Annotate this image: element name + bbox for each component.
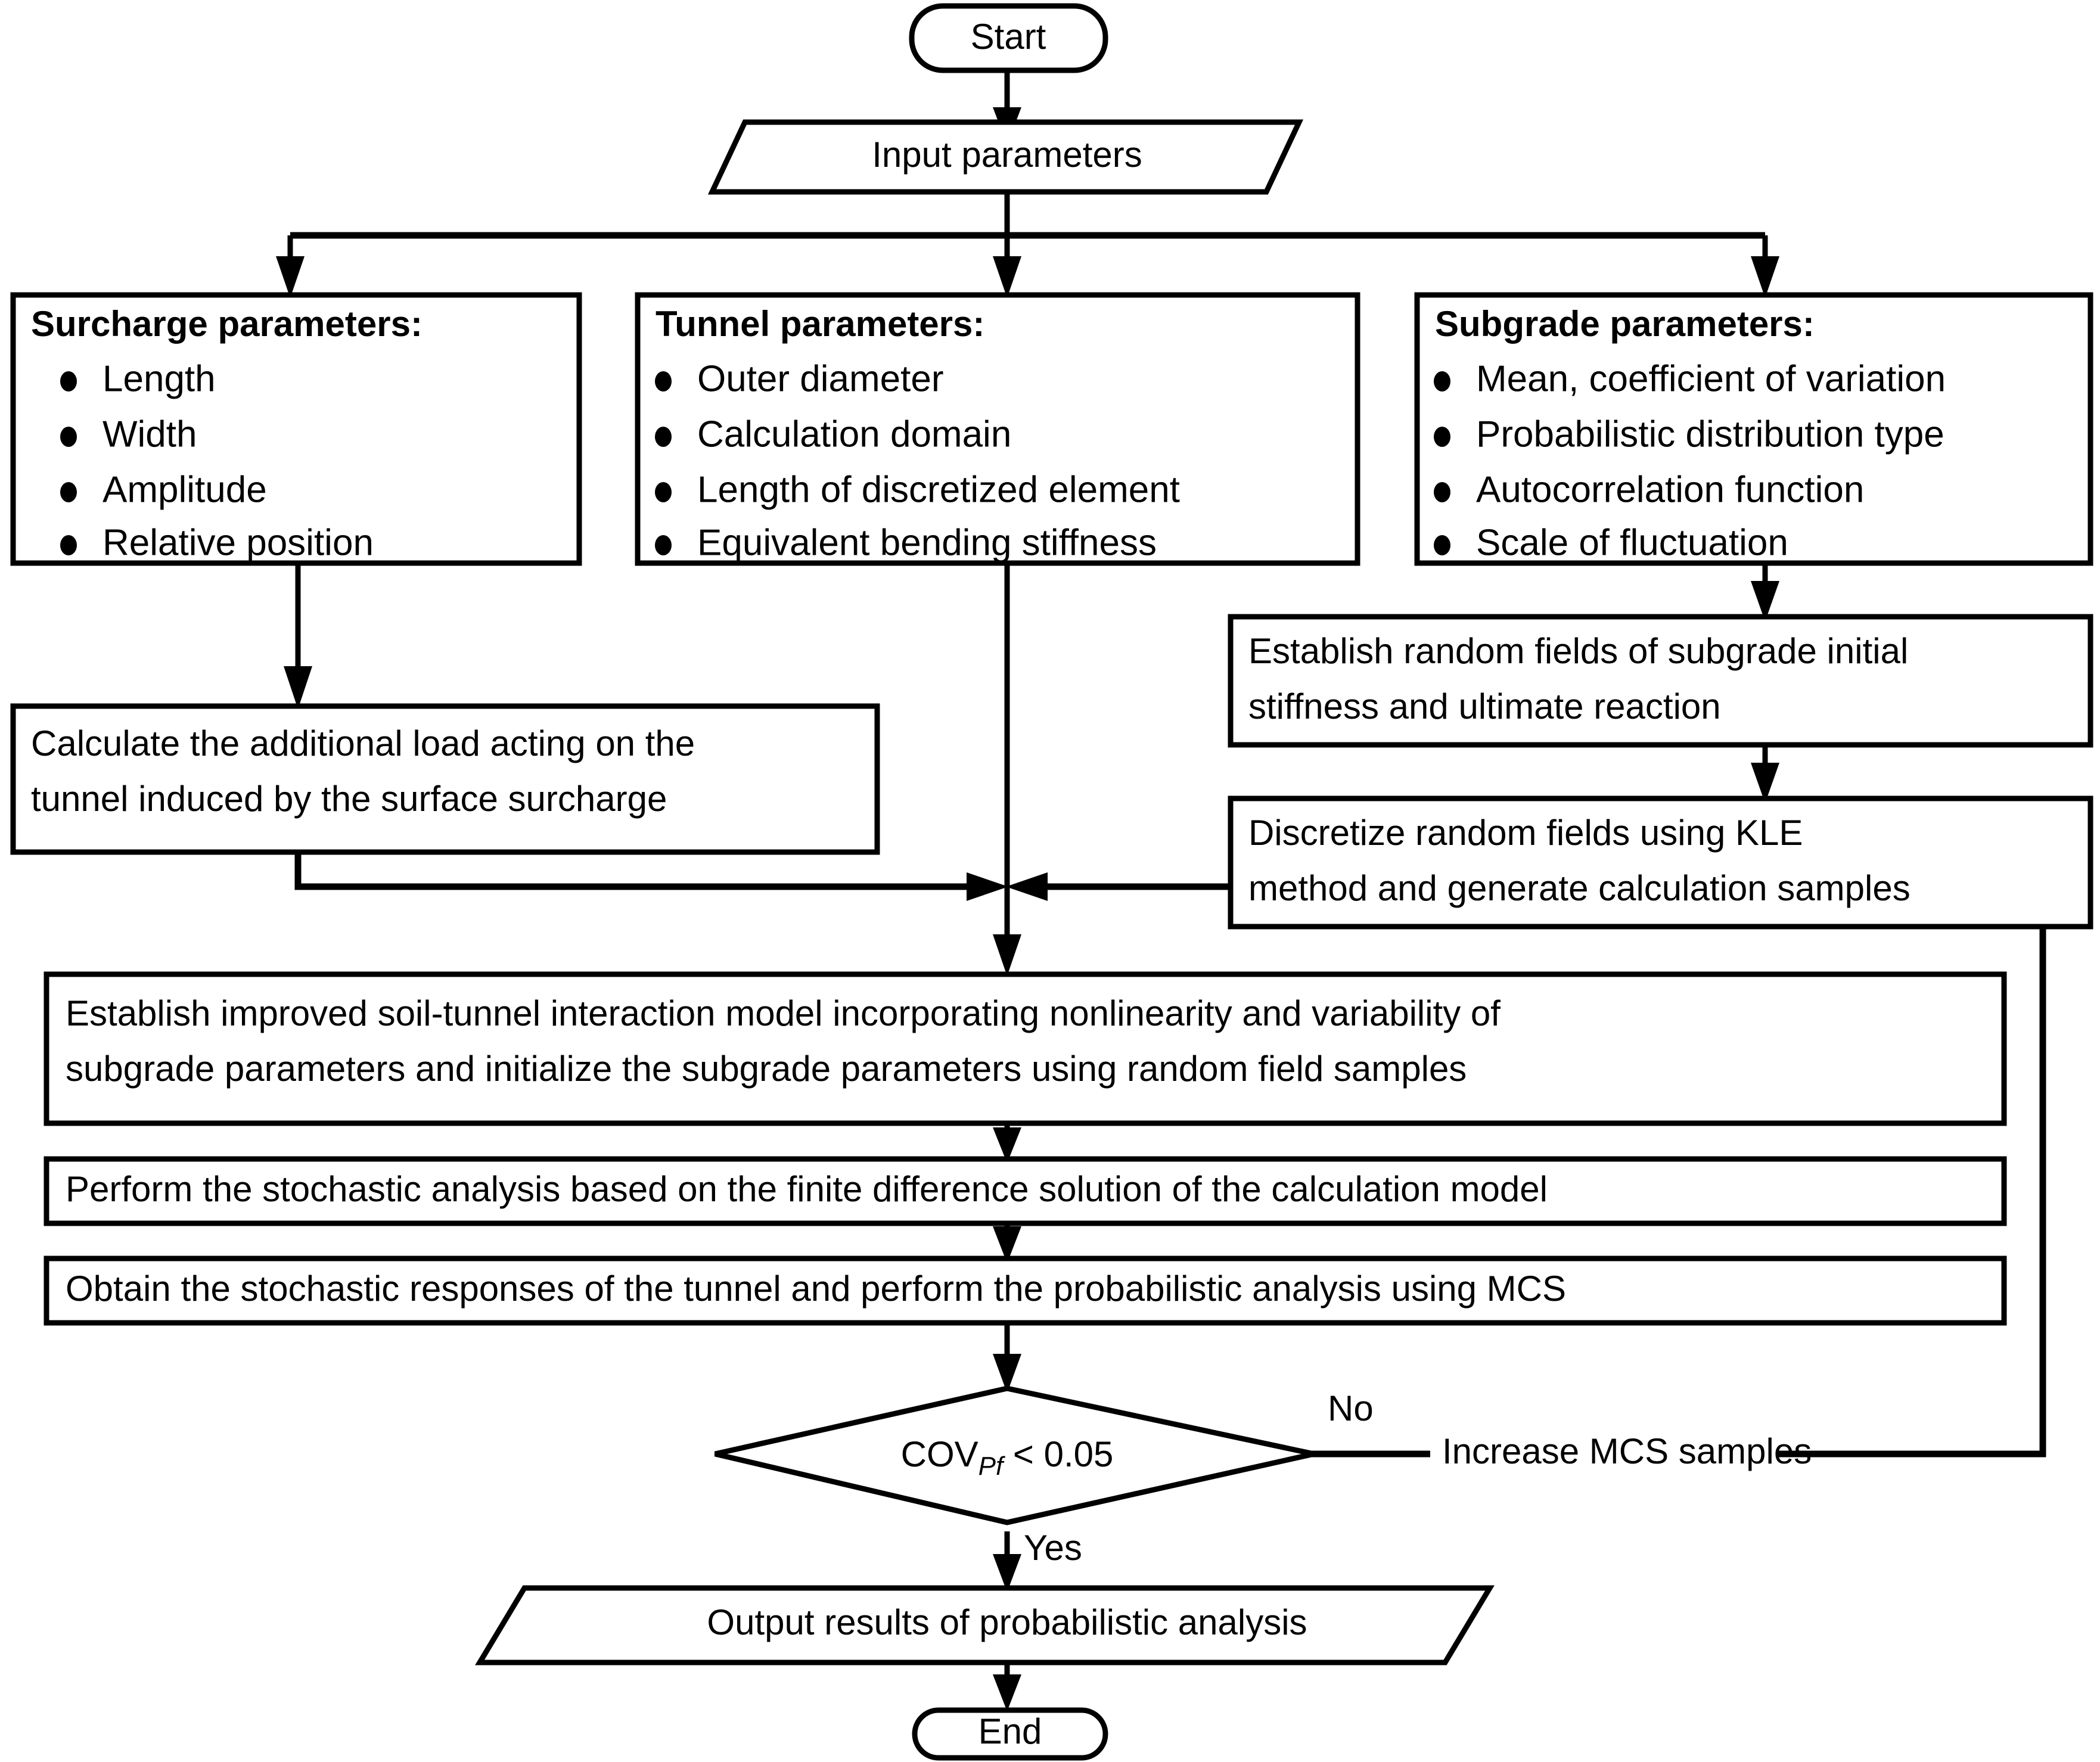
improved-model-box [44, 971, 2007, 1126]
subgrade-heading: Subgrade parameters: [1435, 304, 1815, 344]
arrow-responses-to-decision [993, 1354, 1021, 1393]
surcharge-box [10, 292, 582, 566]
arrow-surcharge-to-calcload [284, 666, 312, 709]
connector-no-feedback-loop [1779, 906, 2046, 1458]
decision-shape [714, 1385, 1315, 1525]
tunnel-bullet-1: Calculation domain [697, 414, 1011, 455]
establish-rf-line-1: stiffness and ultimate reaction [1248, 686, 1721, 726]
node-output-results[interactable]: Output results of probabilistic analysis [475, 1585, 1495, 1665]
start-shape [909, 3, 1108, 73]
establish-rf-line-0: Establish random fields of subgrade init… [1248, 631, 1908, 671]
calc-load-box [10, 703, 880, 855]
node-establish-random-fields[interactable]: Establish random fields of subgrade init… [1228, 614, 2093, 748]
node-start[interactable]: Start [909, 3, 1108, 73]
edge-label-no: No [1328, 1388, 1374, 1428]
input-label: Input parameters [872, 135, 1142, 175]
node-decision-cov[interactable]: COVPf < 0.05 [714, 1385, 1315, 1525]
bullet-dot-icon [655, 482, 672, 502]
surcharge-bullet-3: Relative position [102, 522, 374, 563]
connector-calcload-to-merge [294, 852, 983, 890]
bullet-dot-icon [655, 535, 672, 555]
node-increase-mcs-samples[interactable]: Increase MCS samples [1442, 1431, 1812, 1471]
arrow-subgrade-to-establishrf [1751, 581, 1779, 621]
node-stochastic-analysis[interactable]: Perform the stochastic analysis based on… [44, 1156, 2007, 1226]
subgrade-bullet-2: Autocorrelation function [1476, 469, 1864, 510]
increase-mcs-label: Increase MCS samples [1442, 1431, 1812, 1471]
start-label: Start [971, 17, 1046, 57]
tunnel-bullet-0: Outer diameter [697, 358, 944, 399]
node-input-parameters[interactable]: Input parameters [707, 119, 1304, 195]
node-calculate-additional-load[interactable]: Calculate the additional load acting on … [10, 703, 880, 855]
surcharge-bullet-1: Width [102, 414, 197, 455]
node-improved-model[interactable]: Establish improved soil-tunnel interacti… [44, 971, 2007, 1126]
decision-label-prefix: COV [901, 1434, 978, 1474]
discretize-kle-box [1228, 795, 2093, 930]
bullet-dot-icon [655, 427, 672, 447]
arrow-calcload-merge [967, 872, 1008, 901]
stochastic-responses-box [44, 1256, 2007, 1326]
subgrade-bullet-3: Scale of fluctuation [1476, 522, 1788, 563]
discretize-kle-line-0: Discretize random fields using KLE [1248, 813, 1803, 853]
node-discretize-kle[interactable]: Discretize random fields using KLE metho… [1228, 795, 2093, 930]
improved-model-line-1: subgrade parameters and initialize the s… [66, 1049, 1467, 1089]
arrow-output-to-end [993, 1674, 1021, 1711]
establish-rf-box [1228, 614, 2093, 748]
node-surcharge-parameters[interactable]: Surcharge parameters: Length Width Ampli… [10, 292, 582, 566]
bullet-dot-icon [1434, 535, 1450, 555]
node-tunnel-parameters[interactable]: Tunnel parameters: Outer diameter Calcul… [635, 292, 1360, 566]
input-shape [707, 119, 1304, 195]
stochastic-analysis-box [44, 1156, 2007, 1226]
edge-label-yes: Yes [1024, 1528, 1082, 1568]
surcharge-bullet-2: Amplitude [102, 469, 267, 510]
bullet-dot-icon [1434, 427, 1450, 447]
arrow-kle-merge [1006, 872, 1048, 901]
arrow-trunk-to-model [993, 934, 1021, 976]
output-label: Output results of probabilistic analysis [707, 1602, 1307, 1642]
tunnel-box [635, 292, 1360, 566]
arrow-decision-to-output [993, 1554, 1021, 1592]
arrow-analysis-to-responses [993, 1226, 1021, 1263]
decision-label: COVPf < 0.05 [901, 1434, 1114, 1481]
arrow-bus-to-subgrade [1751, 256, 1779, 298]
end-label: End [978, 1711, 1042, 1751]
subgrade-bullet-1: Probabilistic distribution type [1476, 414, 1944, 455]
arrow-model-to-analysis [993, 1127, 1021, 1163]
bullet-dot-icon [60, 482, 77, 502]
end-shape [912, 1707, 1108, 1761]
stochastic-analysis-line-0: Perform the stochastic analysis based on… [66, 1169, 1548, 1209]
tunnel-heading: Tunnel parameters: [656, 304, 984, 344]
output-shape [475, 1585, 1495, 1665]
bullet-dot-icon [60, 427, 77, 447]
bullet-dot-icon [1434, 371, 1450, 391]
node-end[interactable]: End [912, 1707, 1108, 1761]
surcharge-heading: Surcharge parameters: [31, 304, 423, 344]
tunnel-bullet-3: Equivalent bending stiffness [697, 522, 1157, 563]
calc-load-line-1: tunnel induced by the surface surcharge [31, 779, 667, 819]
discretize-kle-line-1: method and generate calculation samples [1248, 868, 1910, 908]
decision-label-subscript: Pf [978, 1452, 1006, 1481]
arrow-establishrf-to-kle [1751, 763, 1779, 803]
calc-load-line-0: Calculate the additional load acting on … [31, 723, 695, 763]
node-stochastic-responses[interactable]: Obtain the stochastic responses of the t… [44, 1256, 2007, 1326]
bullet-dot-icon [60, 535, 77, 555]
improved-model-line-0: Establish improved soil-tunnel interacti… [66, 993, 1501, 1033]
decision-label-suffix: < 0.05 [1003, 1434, 1113, 1474]
bullet-dot-icon [60, 371, 77, 391]
stochastic-responses-line-0: Obtain the stochastic responses of the t… [66, 1269, 1566, 1309]
bullet-dot-icon [1434, 482, 1450, 502]
node-subgrade-parameters[interactable]: Subgrade parameters: Mean, coefficient o… [1414, 292, 2093, 566]
arrow-bus-to-surcharge [276, 256, 305, 298]
bullet-dot-icon [655, 371, 672, 391]
surcharge-bullet-0: Length [102, 358, 216, 399]
tunnel-bullet-2: Length of discretized element [697, 469, 1180, 510]
arrow-bus-to-tunnel [993, 256, 1021, 298]
subgrade-bullet-0: Mean, coefficient of variation [1476, 358, 1946, 399]
subgrade-box [1414, 292, 2093, 566]
